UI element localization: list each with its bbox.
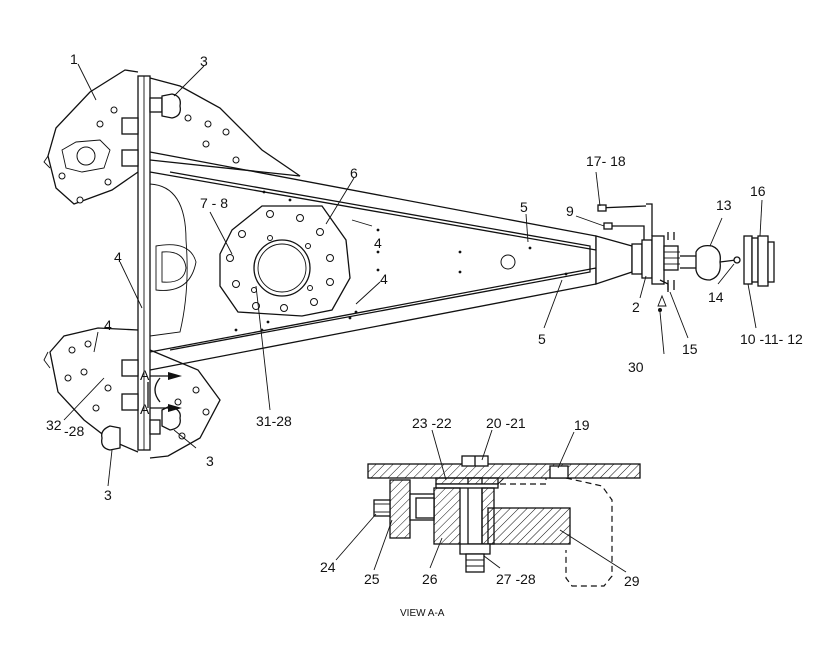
- callout-6: 6: [350, 165, 358, 181]
- callout-31-28: 31-28: [256, 413, 292, 429]
- callout-20-21: 20 -21: [486, 415, 526, 431]
- drawbar-frame: [43, 69, 680, 459]
- view-a-a-section: [367, 455, 641, 587]
- callout-4: 4: [114, 249, 122, 265]
- callout-7-8: 7 - 8: [200, 195, 228, 211]
- callout-2: 2: [632, 299, 640, 315]
- callout-28: -28: [64, 423, 84, 439]
- callout-9: 9: [566, 203, 574, 219]
- callout-4: 4: [380, 271, 388, 287]
- callout-17-18: 17- 18: [586, 153, 626, 169]
- callout-27-28: 27 -28: [496, 571, 536, 587]
- section-arrows: [147, 372, 182, 412]
- frame-dots: [234, 190, 568, 332]
- callout-16: 16: [750, 183, 766, 199]
- hitch-parts: [597, 203, 775, 312]
- callout-13: 13: [716, 197, 732, 213]
- view-caption: VIEW A-A: [400, 608, 445, 619]
- callout-29: 29: [624, 573, 640, 589]
- callout-1: 1: [70, 51, 78, 67]
- callout-5: 5: [520, 199, 528, 215]
- callout-10-11-12: 10 -11- 12: [740, 331, 803, 347]
- callout-14: 14: [708, 289, 724, 305]
- callout-19: 19: [574, 417, 590, 433]
- callout-25: 25: [364, 571, 380, 587]
- callout-3: 3: [104, 487, 112, 503]
- callout-30: 30: [628, 359, 644, 375]
- callout-labels: 1 3 3 3 4 4 4 4 5 5 6 7 - 8 2 9 13 14 15…: [46, 51, 803, 619]
- section-mark-a: A: [140, 367, 150, 383]
- hitch-pins: [101, 93, 181, 451]
- hitch-plate-bolts: [226, 210, 334, 312]
- callout-3: 3: [200, 53, 208, 69]
- leader-lines: [63, 63, 763, 573]
- section-mark-a: A: [140, 401, 150, 417]
- callout-4: 4: [374, 235, 382, 251]
- callout-4: 4: [104, 317, 112, 333]
- callout-3: 3: [206, 453, 214, 469]
- callout-23-22: 23 -22: [412, 415, 452, 431]
- callout-26: 26: [422, 571, 438, 587]
- callout-24: 24: [320, 559, 336, 575]
- callout-32: 32: [46, 417, 62, 433]
- callout-5: 5: [538, 331, 546, 347]
- callout-15: 15: [682, 341, 698, 357]
